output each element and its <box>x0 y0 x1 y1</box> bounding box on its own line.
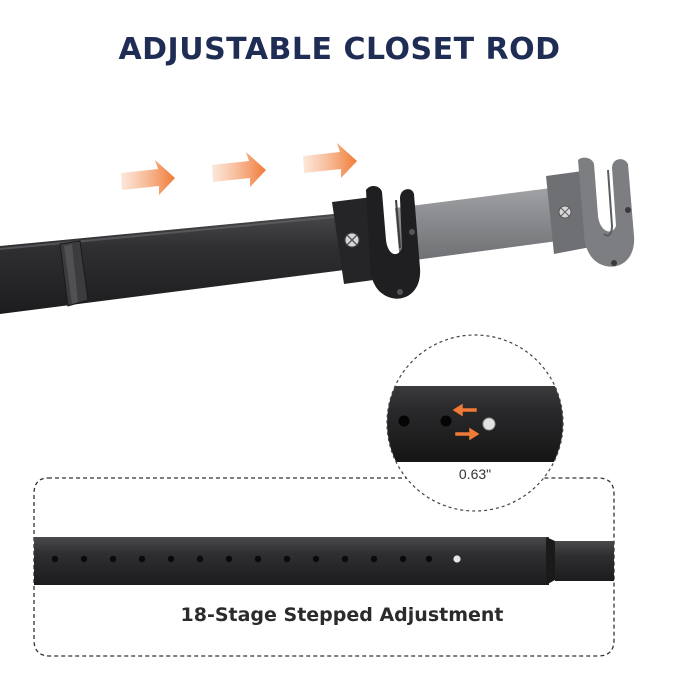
bracket-right <box>546 157 635 267</box>
right-arrow-icon <box>455 427 480 441</box>
callout-dashed-box <box>33 477 615 657</box>
left-arrow-icon <box>452 403 477 417</box>
rod-outer-section <box>0 212 360 314</box>
right-arrow-icon <box>212 152 266 187</box>
zoom-detail <box>386 334 564 512</box>
right-arrow-icon <box>303 143 357 178</box>
hole-spacing-label: 0.63" <box>458 466 492 482</box>
page-title: ADJUSTABLE CLOSET ROD <box>118 32 561 67</box>
right-arrow-icon <box>121 160 175 195</box>
direction-arrows <box>121 143 357 195</box>
stepped-rod <box>34 537 614 585</box>
rod-inner-section <box>395 185 580 262</box>
locking-pin <box>453 555 461 563</box>
adjustment-caption: 18-Stage Stepped Adjustment <box>180 604 504 626</box>
bracket-left <box>332 186 421 299</box>
